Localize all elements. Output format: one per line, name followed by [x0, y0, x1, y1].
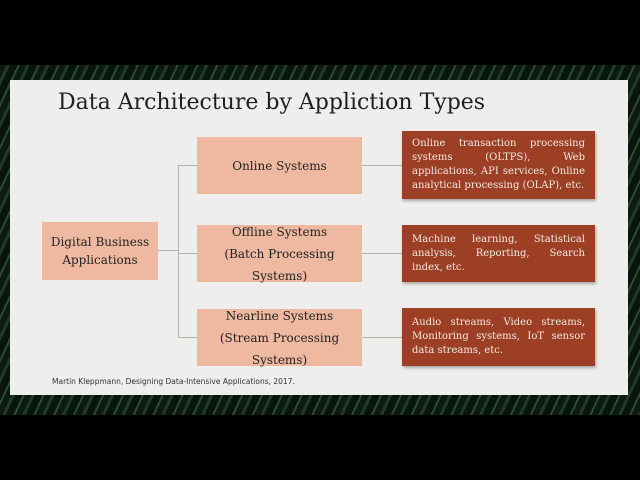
connector: [362, 253, 402, 254]
slide: Data Architecture by Appliction Types Di…: [10, 80, 628, 395]
nearline-systems-box: Nearline Systems (Stream Processing Syst…: [197, 309, 362, 367]
connector: [158, 250, 178, 251]
connector: [178, 337, 197, 338]
offline-systems-box: Offline Systems (Batch Processing System…: [197, 225, 362, 283]
connector: [178, 253, 197, 254]
root-box: Digital Business Applications: [42, 222, 158, 280]
category-sublabel: (Stream Processing Systems): [219, 330, 340, 367]
category-description: Machine learning, Statistical analysis, …: [412, 233, 585, 273]
category-description: Online transaction processing systems (O…: [412, 138, 585, 191]
offline-description-box: Machine learning, Statistical analysis, …: [402, 225, 595, 282]
nearline-description-box: Audio streams, Video streams, Monitoring…: [402, 308, 595, 366]
connector: [362, 165, 402, 166]
root-line1: Digital Business: [50, 235, 150, 249]
category-label: Online Systems: [232, 158, 327, 173]
online-systems-box: Online Systems: [197, 137, 362, 194]
category-label: Offline Systems: [231, 224, 328, 239]
citation: Martin Kleppmann, Designing Data-Intensi…: [52, 377, 295, 386]
category-sublabel: (Batch Processing Systems): [224, 246, 335, 283]
connector: [178, 165, 197, 166]
connector: [178, 165, 179, 338]
online-description-box: Online transaction processing systems (O…: [402, 131, 595, 199]
category-label: Nearline Systems: [225, 308, 334, 323]
root-line2: Applications: [62, 253, 138, 267]
connector: [362, 337, 402, 338]
category-description: Audio streams, Video streams, Monitoring…: [412, 317, 585, 356]
slide-title: Data Architecture by Appliction Types: [58, 90, 486, 115]
